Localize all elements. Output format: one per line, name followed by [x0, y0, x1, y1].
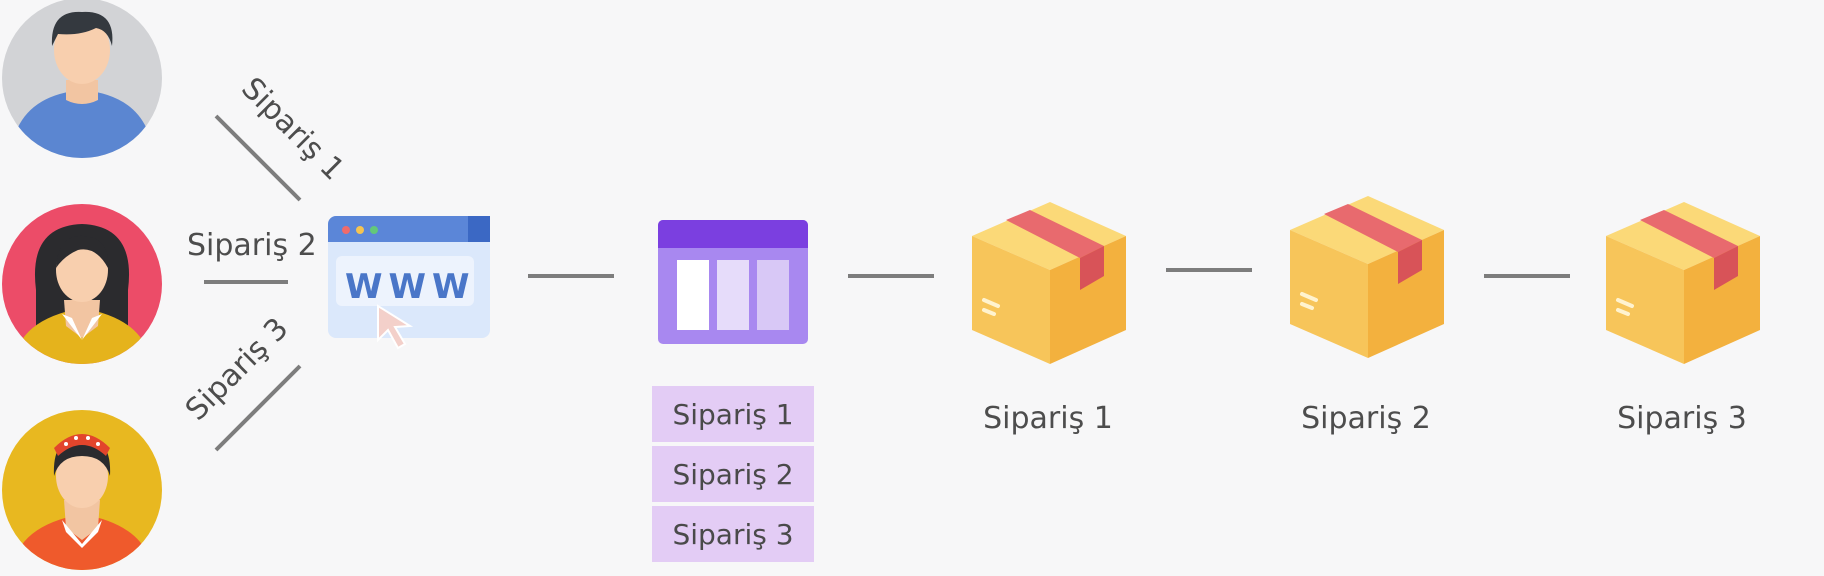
customer-avatar-woman-2: [2, 410, 162, 570]
package-box-icon: [1606, 202, 1760, 364]
queue-item: Sipariş 2: [652, 446, 814, 502]
customer-2-order-label: Sipariş 2: [187, 228, 317, 263]
queue-panel-icon: [658, 220, 808, 344]
customer-avatar-woman-1: [2, 204, 162, 364]
package-box-icon: [1290, 196, 1444, 358]
customer-1-order-label: Sipariş 1: [234, 71, 350, 187]
package-3-label: Sipariş 3: [1617, 401, 1747, 436]
connector-customer-3: [214, 364, 302, 452]
package-1-label: Sipariş 1: [983, 401, 1113, 436]
package-box-icon: [972, 202, 1126, 364]
package-2-label: Sipariş 2: [1301, 401, 1431, 436]
browser-window-icon: WWW: [328, 216, 490, 350]
customer-avatar-man: [2, 0, 162, 158]
queue-item: Sipariş 1: [652, 386, 814, 442]
cursor-arrow-icon: [377, 304, 414, 350]
queue-item: Sipariş 3: [652, 506, 814, 562]
website-www-text: WWW: [345, 267, 476, 307]
customer-3-order-label: Sipariş 3: [179, 311, 295, 427]
connector-customer-1: [214, 114, 302, 202]
